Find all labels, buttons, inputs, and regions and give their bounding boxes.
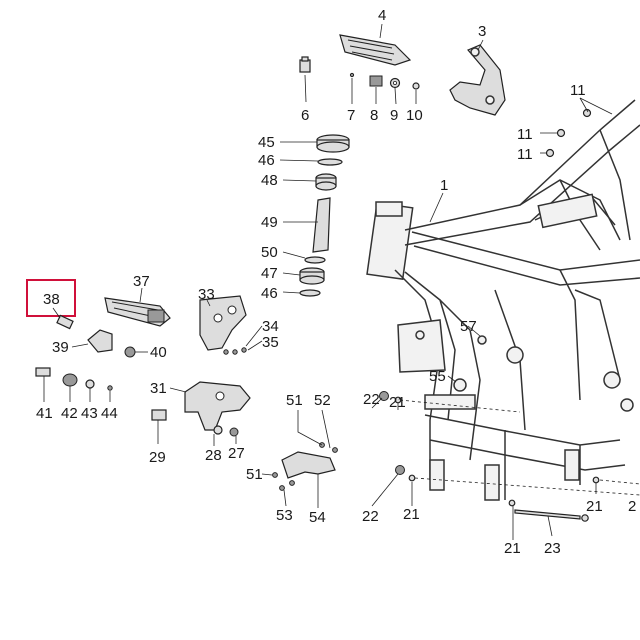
callout-49: 49 (261, 214, 278, 231)
part-50-ring (304, 256, 326, 264)
callout-50: 50 (261, 244, 278, 261)
callout-21-bottom: 21 (504, 540, 521, 557)
callout-45: 45 (258, 134, 275, 151)
callout-11-top: 11 (570, 82, 586, 99)
callout-41: 41 (36, 405, 53, 422)
callout-21-lower: 21 (403, 506, 420, 523)
part-44-clip (107, 385, 113, 391)
callout-42: 42 (61, 405, 78, 422)
part-37-footrest (104, 297, 171, 327)
part-51-52-53-fasteners (272, 442, 338, 491)
callout-51-left: 51 (246, 466, 263, 483)
callout-44: 44 (101, 405, 118, 422)
callout-51-top: 51 (286, 392, 303, 409)
callout-9: 9 (390, 107, 398, 124)
part-46-seal-lower (299, 289, 321, 297)
callout-7: 7 (347, 107, 355, 124)
callout-48: 48 (261, 172, 278, 189)
callout-43: 43 (81, 405, 98, 422)
part-22-bolt-lower (395, 465, 405, 475)
part-34-35-bolts (223, 347, 247, 355)
callout-11-mid: 11 (517, 126, 533, 143)
callout-21-upper: 21 (389, 394, 406, 411)
callout-4: 4 (378, 7, 386, 24)
callout-33: 33 (198, 286, 215, 303)
part-28-washer (213, 425, 223, 435)
callout-11-low: 11 (517, 146, 533, 163)
part-8-spring (369, 75, 383, 87)
part-11-nuts (545, 108, 592, 158)
part-9-washer (389, 77, 401, 89)
callout-1: 1 (440, 177, 448, 194)
part-6-pin (299, 56, 311, 73)
part-29-bolt (151, 409, 167, 421)
part-31-bracket (184, 381, 251, 431)
part-54-bracket (281, 451, 336, 479)
main-frame (366, 99, 640, 501)
callout-46-upper: 46 (258, 152, 275, 169)
part-38-pin (56, 314, 74, 330)
part-4-rear-footrest (339, 34, 412, 66)
part-48-bearing (315, 173, 337, 191)
callout-46-lower: 46 (261, 285, 278, 302)
part-27-nut (229, 427, 239, 437)
callout-35: 35 (262, 334, 279, 351)
callout-labels: 4 3 6 7 8 9 10 11 11 11 45 46 48 49 50 4… (36, 7, 636, 557)
part-3-rear-footrest-bracket (449, 44, 506, 116)
part-45-upper-race (316, 134, 350, 153)
leader-lines (43, 23, 640, 540)
callout-23: 23 (544, 540, 561, 557)
part-7-split-pin (349, 72, 355, 78)
callout-54: 54 (309, 509, 326, 526)
callout-22-lower: 22 (362, 508, 379, 525)
callout-highlight-box (26, 279, 76, 317)
part-43-washer (85, 379, 95, 389)
callout-21-right: 21 (586, 498, 603, 515)
callout-2: 2 (628, 498, 636, 515)
callout-22-upper: 22 (363, 391, 380, 408)
callout-40: 40 (150, 344, 167, 361)
callout-53: 53 (276, 507, 293, 524)
callout-55: 55 (429, 368, 446, 385)
part-21-washer-rear (508, 476, 600, 507)
part-10-nut (412, 82, 420, 90)
part-49-tube (312, 197, 331, 253)
callout-57: 57 (460, 318, 477, 335)
callout-6: 6 (301, 107, 309, 124)
part-41-pin (35, 367, 51, 377)
callout-28: 28 (205, 447, 222, 464)
callout-34: 34 (262, 318, 279, 335)
callout-3: 3 (478, 23, 486, 40)
part-46-seal-upper (317, 158, 343, 166)
callout-52: 52 (314, 392, 331, 409)
part-47-bearing (299, 267, 325, 285)
callout-39: 39 (52, 339, 69, 356)
callout-8: 8 (370, 107, 378, 124)
part-40-nut (124, 346, 136, 358)
callout-47: 47 (261, 265, 278, 282)
part-42-spring (62, 373, 78, 387)
callout-10: 10 (406, 107, 423, 124)
part-39-bracket (87, 329, 113, 353)
callout-29: 29 (149, 449, 166, 466)
callout-27: 27 (228, 445, 245, 462)
callout-38: 38 (43, 291, 60, 308)
part-33-heel-guard (199, 295, 247, 351)
part-21-washer-lower (408, 474, 416, 482)
part-23-long-bolt (514, 509, 589, 522)
callout-37: 37 (133, 273, 150, 290)
callout-31: 31 (150, 380, 167, 397)
